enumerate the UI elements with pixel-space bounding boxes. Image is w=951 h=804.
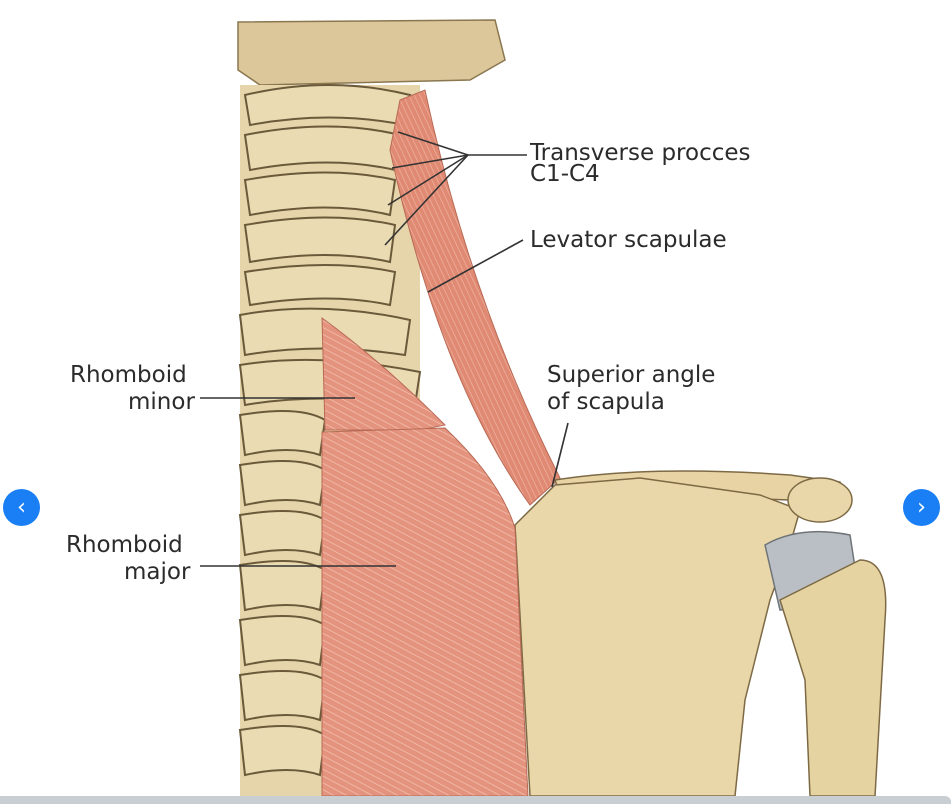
- chevron-right-icon: ›: [917, 495, 926, 520]
- label-line: Transverse procces: [530, 140, 751, 166]
- rhomboid-major-muscle: [321, 427, 529, 797]
- label-levator-scapulae: Levator scapulae: [530, 227, 727, 253]
- label-line: C1-C4: [530, 161, 600, 187]
- scapula: [514, 477, 801, 797]
- label-rhomboid-minor: Rhomboid minor: [70, 362, 195, 416]
- label-rhomboid-major: Rhomboid major: [66, 532, 190, 586]
- label-line: Superior angle: [547, 362, 716, 388]
- label-line: of scapula: [547, 389, 665, 415]
- leader-lines: [200, 131, 569, 567]
- label-line: Rhomboid: [70, 362, 187, 388]
- label-line: major: [124, 559, 191, 585]
- skull-base: [237, 19, 506, 86]
- chevron-left-icon: ‹: [17, 495, 26, 520]
- label-line: minor: [128, 389, 195, 415]
- rhomboid-minor-muscle: [321, 317, 447, 431]
- previous-image-button[interactable]: ‹: [3, 489, 40, 526]
- label-line: Rhomboid: [66, 532, 183, 558]
- bottom-panel: [0, 796, 951, 804]
- label-superior-angle: Superior angle of scapula: [547, 362, 715, 416]
- label-transverse-processes: Transverse procces C1-C4: [530, 140, 751, 188]
- acromion: [787, 477, 853, 523]
- next-image-button[interactable]: ›: [903, 489, 940, 526]
- humerus: [779, 559, 887, 797]
